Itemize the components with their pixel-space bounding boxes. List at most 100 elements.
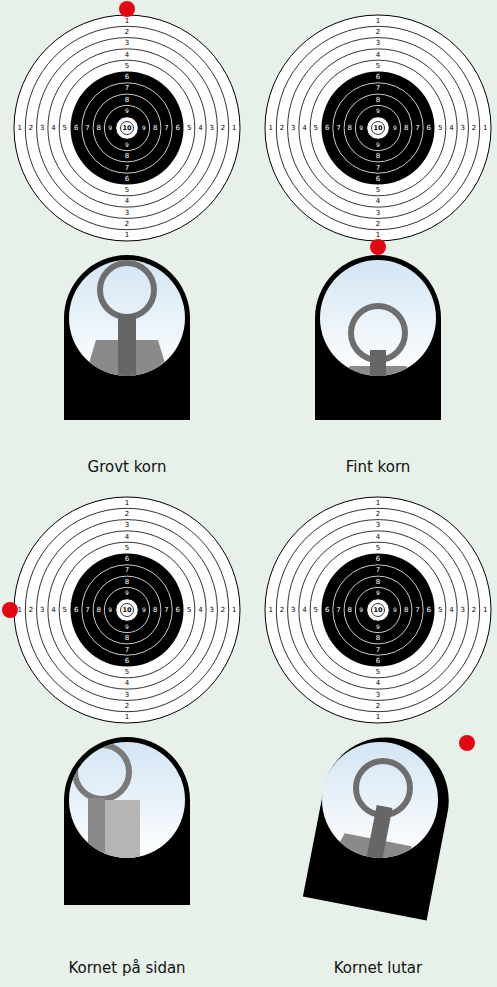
score-number: 5 — [187, 125, 191, 132]
score-number: 8 — [125, 153, 129, 160]
score-ring — [344, 94, 412, 162]
score-ring — [276, 508, 479, 711]
front-sight-post — [365, 805, 393, 871]
target-face — [265, 15, 491, 241]
score-number: 6 — [176, 607, 180, 614]
score-number: 2 — [221, 125, 225, 132]
score-number: 5 — [314, 607, 318, 614]
score-ring — [333, 565, 423, 655]
score-number: 7 — [376, 646, 380, 653]
score-number: 2 — [376, 510, 380, 517]
score-number: 3 — [210, 125, 214, 132]
score-ring — [48, 531, 206, 689]
score-number: 3 — [376, 209, 380, 216]
target-face — [14, 15, 240, 241]
score-number: 1 — [483, 607, 487, 614]
score-ring — [48, 49, 206, 207]
score-number: 1 — [376, 499, 380, 506]
aiming-black — [71, 554, 184, 667]
score-number: 5 — [376, 187, 380, 194]
score-number: 2 — [280, 125, 284, 132]
score-number: 8 — [348, 607, 352, 614]
score-number: 7 — [125, 164, 129, 171]
score-number: 9 — [359, 125, 363, 131]
front-sight-base — [104, 800, 140, 862]
score-number: 3 — [291, 607, 295, 614]
target — [14, 15, 240, 241]
sight-picture — [315, 255, 441, 420]
score-number: 9 — [108, 125, 112, 131]
score-number: 8 — [348, 125, 352, 132]
score-number: 1 — [125, 714, 129, 721]
front-sight-post — [370, 350, 386, 384]
score-number: 2 — [280, 607, 284, 614]
hit-mark — [2, 602, 18, 618]
score-ring — [310, 60, 446, 196]
score-number: 6 — [376, 74, 380, 81]
score-number: 4 — [302, 125, 306, 132]
hit-mark — [119, 1, 135, 17]
score-number: 6 — [376, 175, 380, 182]
score-number: 4 — [125, 198, 129, 205]
score-number: 7 — [164, 125, 168, 132]
score-number: 1 — [125, 17, 129, 24]
score-number: 9 — [108, 607, 112, 613]
score-number: 3 — [40, 125, 44, 132]
score-number: 7 — [336, 607, 340, 614]
score-number: 5 — [376, 544, 380, 551]
score-number: 3 — [291, 125, 295, 132]
score-ring — [104, 105, 149, 150]
score-number: 5 — [125, 669, 129, 676]
sight-picture — [303, 727, 460, 921]
score-number: 8 — [376, 153, 380, 160]
score-number: 9 — [376, 624, 380, 630]
score-number: 6 — [176, 125, 180, 132]
sight-picture — [64, 255, 190, 420]
score-ring — [104, 587, 149, 632]
score-ring — [299, 49, 457, 207]
score-number: 7 — [376, 164, 380, 171]
score-number: 10 — [122, 125, 131, 132]
caption: Kornet lutar — [334, 961, 422, 976]
target — [265, 15, 491, 241]
score-number: 8 — [97, 607, 101, 614]
score-number: 3 — [461, 607, 465, 614]
caption: Fint korn — [346, 460, 411, 475]
score-number: 4 — [376, 198, 380, 205]
score-number: 8 — [404, 607, 408, 614]
score-number: 8 — [97, 125, 101, 132]
caption: Kornet på sidan — [68, 961, 185, 976]
score-number: 6 — [125, 556, 129, 563]
score-number: 4 — [51, 125, 55, 132]
sight-housing — [64, 255, 190, 420]
score-ring — [288, 38, 469, 219]
score-number: 3 — [125, 522, 129, 529]
score-number: 4 — [198, 125, 202, 132]
ten-ring — [116, 117, 139, 140]
score-number: 3 — [125, 209, 129, 216]
score-number: 9 — [125, 108, 129, 114]
target-face — [265, 497, 491, 723]
score-number: 7 — [125, 567, 129, 574]
score-number: 7 — [415, 125, 419, 132]
score-ring — [25, 508, 228, 711]
score-number: 1 — [376, 714, 380, 721]
score-number: 4 — [125, 533, 129, 540]
score-number: 8 — [153, 125, 157, 132]
rear-aperture — [75, 745, 129, 799]
score-number: 6 — [427, 125, 431, 132]
score-ring — [59, 60, 195, 196]
score-number: 2 — [376, 221, 380, 228]
score-number: 9 — [393, 125, 397, 131]
score-number: 9 — [376, 142, 380, 148]
score-number: 2 — [29, 125, 33, 132]
score-number: 5 — [63, 607, 67, 614]
score-number: 4 — [125, 680, 129, 687]
score-number: 6 — [74, 125, 78, 132]
score-ring — [37, 520, 218, 701]
score-number: 2 — [376, 28, 380, 35]
score-number: 9 — [393, 607, 397, 613]
sight-housing — [303, 727, 460, 921]
score-number: 2 — [125, 221, 129, 228]
